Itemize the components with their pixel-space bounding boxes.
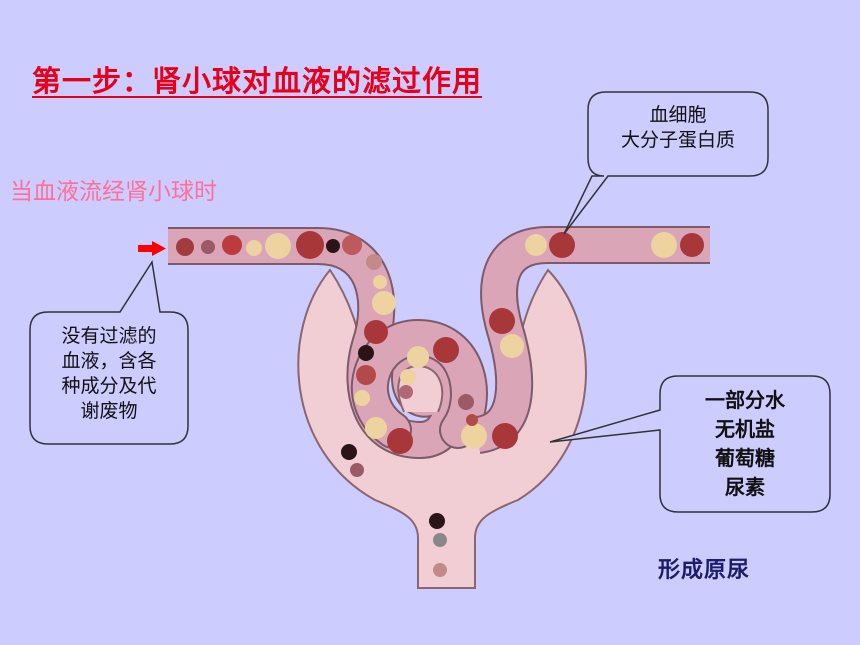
callout-bubble-filtrate	[549, 375, 831, 513]
callout-unfiltered-blood-text: 没有过滤的 血液，含各 种成分及代 谢废物	[61, 325, 157, 422]
blood-inflow-arrow-icon	[138, 241, 166, 256]
result-label: 形成原尿	[658, 558, 751, 583]
callout-bubble-unfiltered-blood	[29, 259, 189, 445]
subtitle: 当血液流经肾小球时	[10, 179, 217, 205]
callout-blood-cells-text: 血细胞 大分子蛋白质	[620, 104, 735, 151]
blood-particles	[176, 231, 704, 577]
page-title: 第一步：肾小球对血液的滤过作用	[32, 64, 483, 98]
callout-bubble-blood-cells	[563, 91, 769, 235]
callout-filtrate-text: 一部分水 无机盐 葡萄糖 尿素	[705, 388, 785, 499]
